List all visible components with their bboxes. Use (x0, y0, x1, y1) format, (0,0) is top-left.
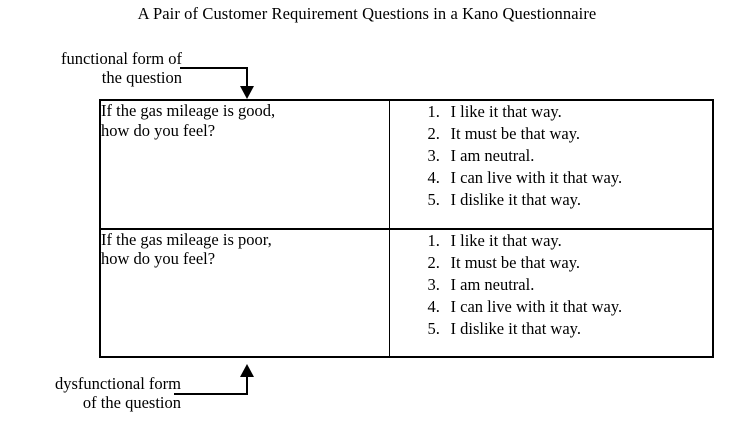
answer-number: 5. (427, 190, 440, 209)
table-row: If the gas mileage is poor, how do you f… (99, 227, 714, 358)
answer-option[interactable]: 4. I can live with it that way. (428, 167, 713, 189)
functional-form-label-line2: the question (101, 68, 182, 87)
question-line1: If the gas mileage is good, (101, 101, 276, 120)
dysfunctional-form-label-line2: of the question (82, 393, 181, 412)
question-text: If the gas mileage is poor, how do you f… (101, 230, 389, 269)
answer-text: I like it that way. (450, 230, 562, 250)
question-line2: how do you feel? (101, 249, 216, 268)
answer-option[interactable]: 1. I like it that way. (428, 230, 713, 252)
kano-questionnaire-table: If the gas mileage is good, how do you f… (99, 99, 714, 358)
answer-number: 3. (427, 274, 440, 294)
question-cell-dysfunctional: If the gas mileage is poor, how do you f… (99, 227, 390, 358)
answer-text: I dislike it that way. (450, 318, 581, 338)
question-cell-functional: If the gas mileage is good, how do you f… (99, 99, 390, 229)
answer-number: 1. (427, 230, 440, 250)
page-title: A Pair of Customer Requirement Questions… (137, 4, 597, 23)
table-row: If the gas mileage is good, how do you f… (99, 99, 714, 229)
answer-option[interactable]: 5. I dislike it that way. (428, 318, 713, 340)
answer-option[interactable]: 5. I dislike it that way. (428, 189, 713, 211)
answer-text: I am neutral. (450, 274, 535, 294)
answers-list: 1. I like it that way. 2. It must be that … (390, 230, 713, 340)
answers-cell-functional: 1. I like it that way. 2. It must be that … (388, 99, 714, 229)
answer-number: 4. (427, 296, 440, 316)
dysfunctional-form-label: dysfunctional form of the question (6, 374, 181, 412)
answer-option[interactable]: 2. It must be that way. (428, 123, 713, 145)
answer-number: 1. (427, 102, 440, 121)
functional-leader-vertical (246, 67, 248, 89)
dysfunctional-leader-vertical (246, 374, 248, 395)
answer-option[interactable]: 2. It must be that way. (428, 252, 713, 274)
question-line2: how do you feel? (101, 120, 216, 140)
answer-number: 2. (427, 252, 440, 272)
answer-text: I like it that way. (450, 102, 562, 121)
question-line1: If the gas mileage is poor, (101, 229, 272, 249)
answer-text: I can live with it that way. (450, 168, 623, 187)
answer-option[interactable]: 3. I am neutral. (428, 274, 713, 296)
question-text: If the gas mileage is good, how do you f… (101, 101, 389, 140)
arrow-down-icon (240, 86, 254, 99)
answer-number: 5. (427, 318, 440, 338)
answer-text: I dislike it that way. (450, 190, 581, 209)
answer-number: 3. (427, 146, 440, 165)
functional-form-label: functional form of the question (8, 49, 182, 87)
functional-leader-horizontal (180, 67, 248, 69)
answer-text: It must be that way. (450, 252, 581, 272)
answers-list: 1. I like it that way. 2. It must be that … (390, 101, 713, 211)
answer-option[interactable]: 1. I like it that way. (428, 101, 713, 123)
functional-form-label-line1: functional form of (61, 49, 182, 68)
answer-text: It must be that way. (450, 124, 581, 143)
answer-number: 2. (427, 124, 440, 143)
answer-text: I can live with it that way. (450, 296, 623, 316)
answers-cell-dysfunctional: 1. I like it that way. 2. It must be that … (388, 227, 714, 358)
arrow-up-icon (240, 364, 254, 377)
dysfunctional-form-label-line1: dysfunctional form (54, 374, 181, 393)
answer-option[interactable]: 3. I am neutral. (428, 145, 713, 167)
answer-text: I am neutral. (450, 146, 535, 165)
dysfunctional-leader-horizontal (174, 393, 248, 395)
answer-number: 4. (427, 168, 440, 187)
answer-option[interactable]: 4. I can live with it that way. (428, 296, 713, 318)
